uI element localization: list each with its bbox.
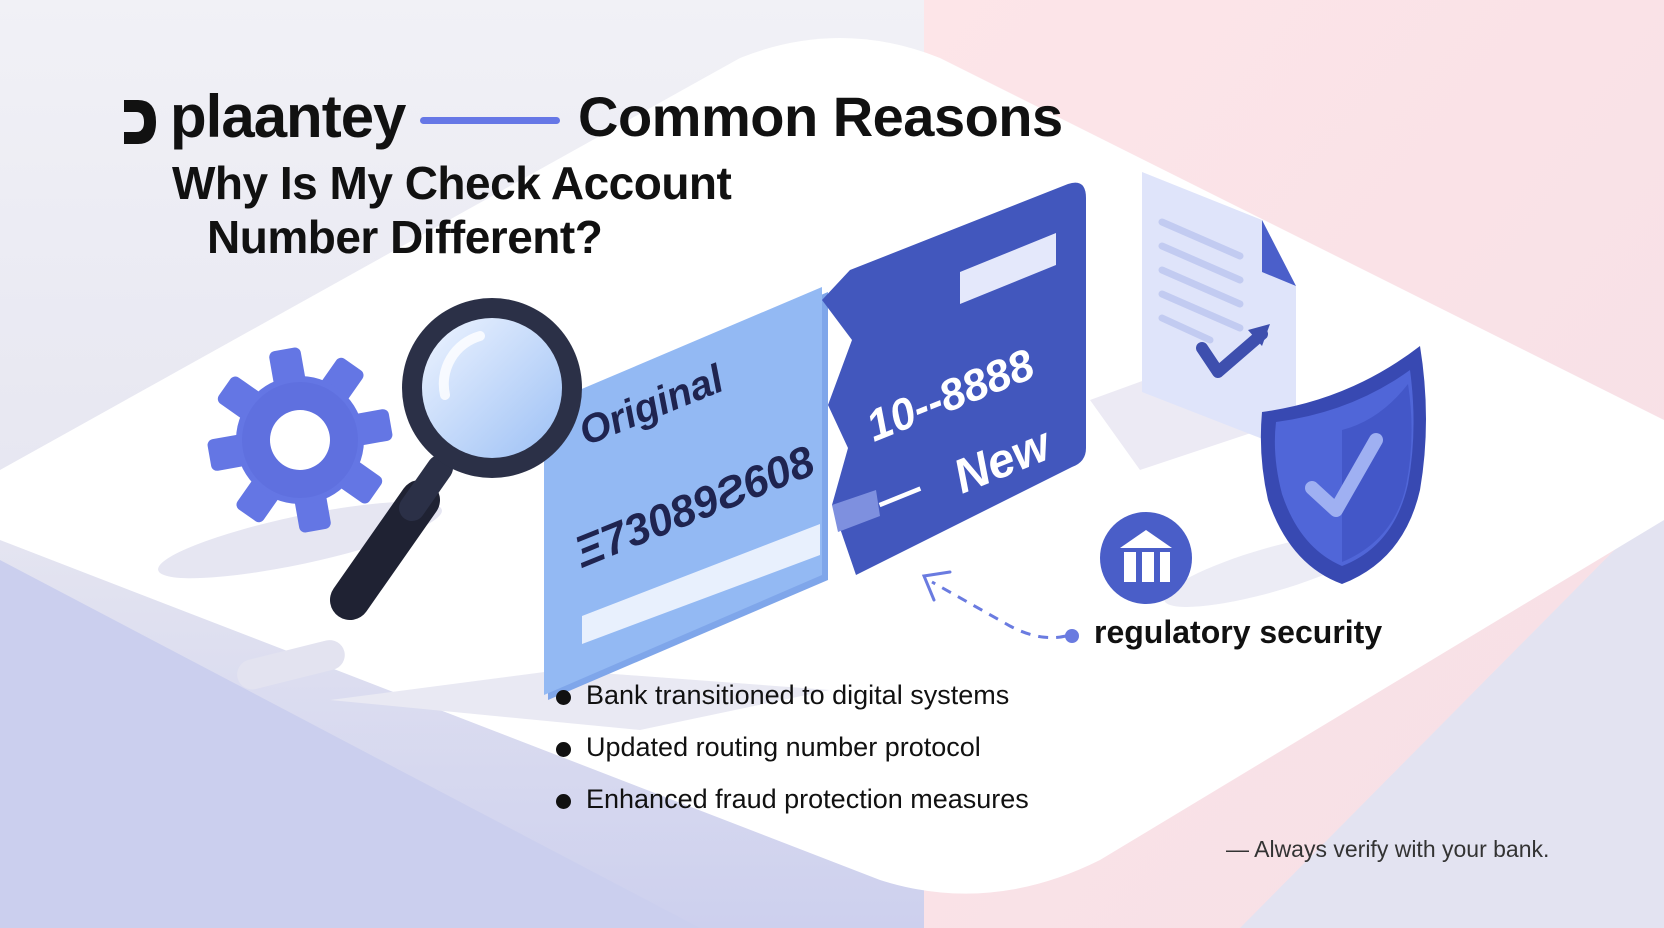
arrow-icon [921, 570, 1079, 643]
magnifier-icon [330, 298, 582, 620]
original-check [544, 287, 828, 700]
document-icon [1142, 172, 1296, 452]
list-item: Bank transitioned to digital systems [552, 680, 1029, 732]
list-item: Updated routing number protocol [552, 732, 1029, 784]
page-subtitle-line2: Number Different? [207, 211, 603, 263]
reasons-list: Bank transitioned to digital systems Upd… [552, 680, 1029, 836]
list-item: Enhanced fraud protection measures [552, 784, 1029, 836]
shadow [330, 670, 830, 730]
shadow [237, 640, 345, 690]
callout-label: regulatory security [1094, 614, 1383, 650]
background-lower-right [1240, 500, 1664, 928]
d-logo-icon [124, 100, 156, 144]
brand-name: plaantey [170, 83, 406, 150]
brand-divider [420, 117, 560, 124]
background-lower-left [0, 560, 700, 928]
bank-icon [1100, 512, 1192, 604]
footnote: — Always verify with your bank. [1226, 836, 1550, 862]
page-subtitle-line1: Why Is My Check Account [172, 157, 732, 209]
shadow [158, 501, 442, 579]
page-title: Common Reasons [578, 85, 1063, 148]
shield-check-icon [1260, 346, 1426, 584]
gear-icon [207, 347, 393, 533]
new-check [822, 182, 1086, 575]
